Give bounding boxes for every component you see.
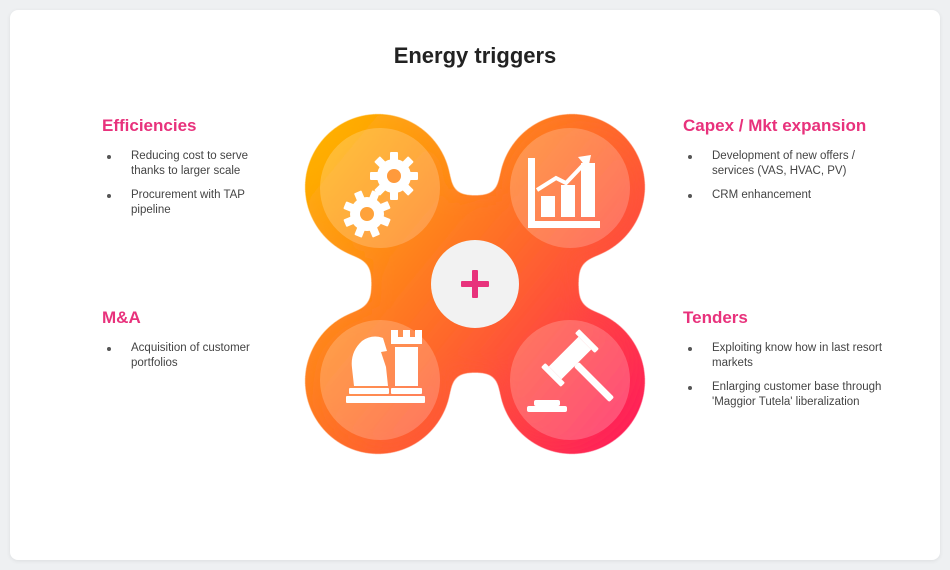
capex-heading: Capex / Mkt expansion — [683, 116, 867, 135]
efficiencies-heading: Efficiencies — [102, 116, 197, 135]
tenders-block: Tenders Exploiting know how in last reso… — [683, 307, 893, 419]
capex-list: Development of new offers / services (VA… — [683, 149, 893, 203]
gears-icon — [343, 152, 418, 238]
growth-chart-icon — [528, 155, 600, 228]
ma-list: Acquisition of customer portfolios — [102, 341, 282, 371]
list-item: Procurement with TAP pipeline — [102, 188, 282, 218]
ma-block: M&A Acquisition of customer portfolios — [102, 307, 282, 380]
gavel-icon — [527, 329, 614, 412]
list-item: CRM enhancement — [683, 188, 893, 203]
chess-pieces-icon — [346, 330, 425, 403]
list-item: Reducing cost to serve thanks to larger … — [102, 149, 282, 179]
efficiencies-block: Efficiencies Reducing cost to serve than… — [102, 115, 282, 227]
capex-block: Capex / Mkt expansion Development of new… — [683, 115, 893, 212]
ma-heading: M&A — [102, 308, 141, 327]
list-item: Development of new offers / services (VA… — [683, 149, 893, 179]
list-item: Exploiting know how in last resort marke… — [683, 341, 893, 371]
plus-icon — [461, 270, 489, 298]
tenders-list: Exploiting know how in last resort marke… — [683, 341, 893, 410]
tenders-circle — [510, 320, 630, 440]
tenders-heading: Tenders — [683, 308, 748, 327]
efficiencies-list: Reducing cost to serve thanks to larger … — [102, 149, 282, 218]
list-item: Acquisition of customer portfolios — [102, 341, 282, 371]
page-title: Energy triggers — [393, 43, 557, 68]
list-item: Enlarging customer base through 'Maggior… — [683, 380, 893, 410]
